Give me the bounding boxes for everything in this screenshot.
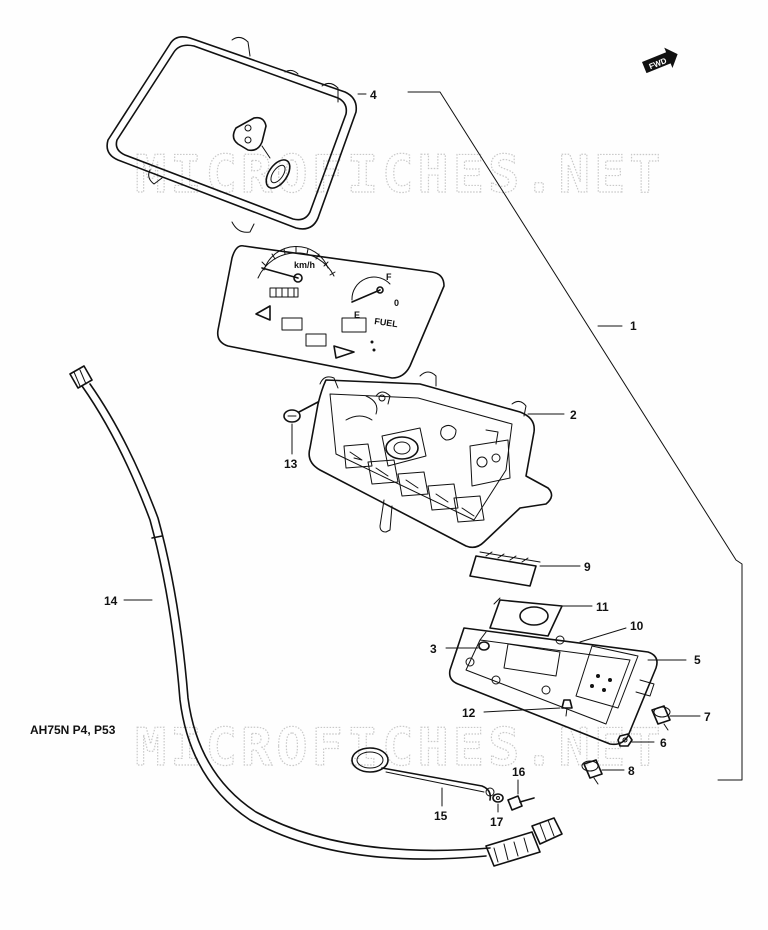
- turn-right-indicator-icon: [333, 345, 355, 359]
- bulb-socket-7-part: [651, 705, 671, 731]
- speedometer-cable-part: [69, 365, 563, 867]
- callout-13: 13: [284, 457, 298, 471]
- callout-14: 14: [104, 594, 118, 608]
- speed-unit-label: km/h: [294, 260, 315, 270]
- callout-8: 8: [628, 764, 635, 778]
- bulb-socket-8-part: [581, 759, 603, 785]
- speedometer-tick-marks: [261, 246, 336, 276]
- assembly-bracket-line: [407, 91, 743, 781]
- model-code-label: AH75N P4, P53: [30, 723, 116, 737]
- speedometer-needle: [261, 267, 299, 279]
- turn-left-indicator-icon: [255, 305, 271, 321]
- indicator-plate-part: [448, 627, 658, 746]
- fuel-zero-label: 0: [394, 298, 399, 308]
- screw-12-part: [561, 699, 573, 717]
- callout-5: 5: [694, 653, 701, 667]
- callout-17: 17: [490, 815, 504, 829]
- watermark-bottom: MICROFICHES.NET: [135, 718, 665, 778]
- watermark-top: MICROFICHES.NET: [135, 145, 665, 205]
- lens-holder-part: [489, 597, 563, 637]
- callout-3: 3: [430, 642, 437, 656]
- screw-3-part: [478, 631, 490, 651]
- forward-direction-arrow-icon: FWD: [642, 47, 678, 74]
- callout-12: 12: [462, 706, 476, 720]
- callout-11: 11: [596, 600, 609, 614]
- fuel-gauge-needle: [351, 289, 381, 303]
- fuel-meter-unit-part: [469, 551, 541, 587]
- callout-2: 2: [570, 408, 577, 422]
- meter-case-part: [308, 371, 553, 549]
- callout-7: 7: [704, 710, 711, 724]
- callout-labels: 1 2 3 4 5 6 7 8 9 10 11 12 13 14 15 16 1…: [104, 88, 711, 829]
- fwd-label: FWD: [648, 56, 668, 71]
- callout-16: 16: [512, 765, 526, 779]
- callout-10: 10: [630, 619, 644, 633]
- callout-1: 1: [630, 319, 637, 333]
- fuel-empty-label: E: [354, 310, 360, 320]
- cable-clamp-part: [351, 747, 495, 801]
- screw-13-part: [283, 401, 319, 423]
- washer-17-part: [492, 793, 504, 803]
- meter-face-panel: km/h F E 0 FUEL: [216, 244, 445, 379]
- bolt-16-part: [507, 795, 535, 811]
- fuel-full-label: F: [386, 272, 392, 282]
- callout-15: 15: [434, 809, 448, 823]
- leader-lines: [123, 93, 701, 813]
- callout-9: 9: [584, 560, 591, 574]
- fuel-word-label: FUEL: [374, 316, 399, 329]
- callout-6: 6: [660, 736, 667, 750]
- callout-4: 4: [370, 88, 377, 102]
- meter-lens-cover-part: [106, 36, 358, 233]
- nut-6-part: [617, 733, 633, 747]
